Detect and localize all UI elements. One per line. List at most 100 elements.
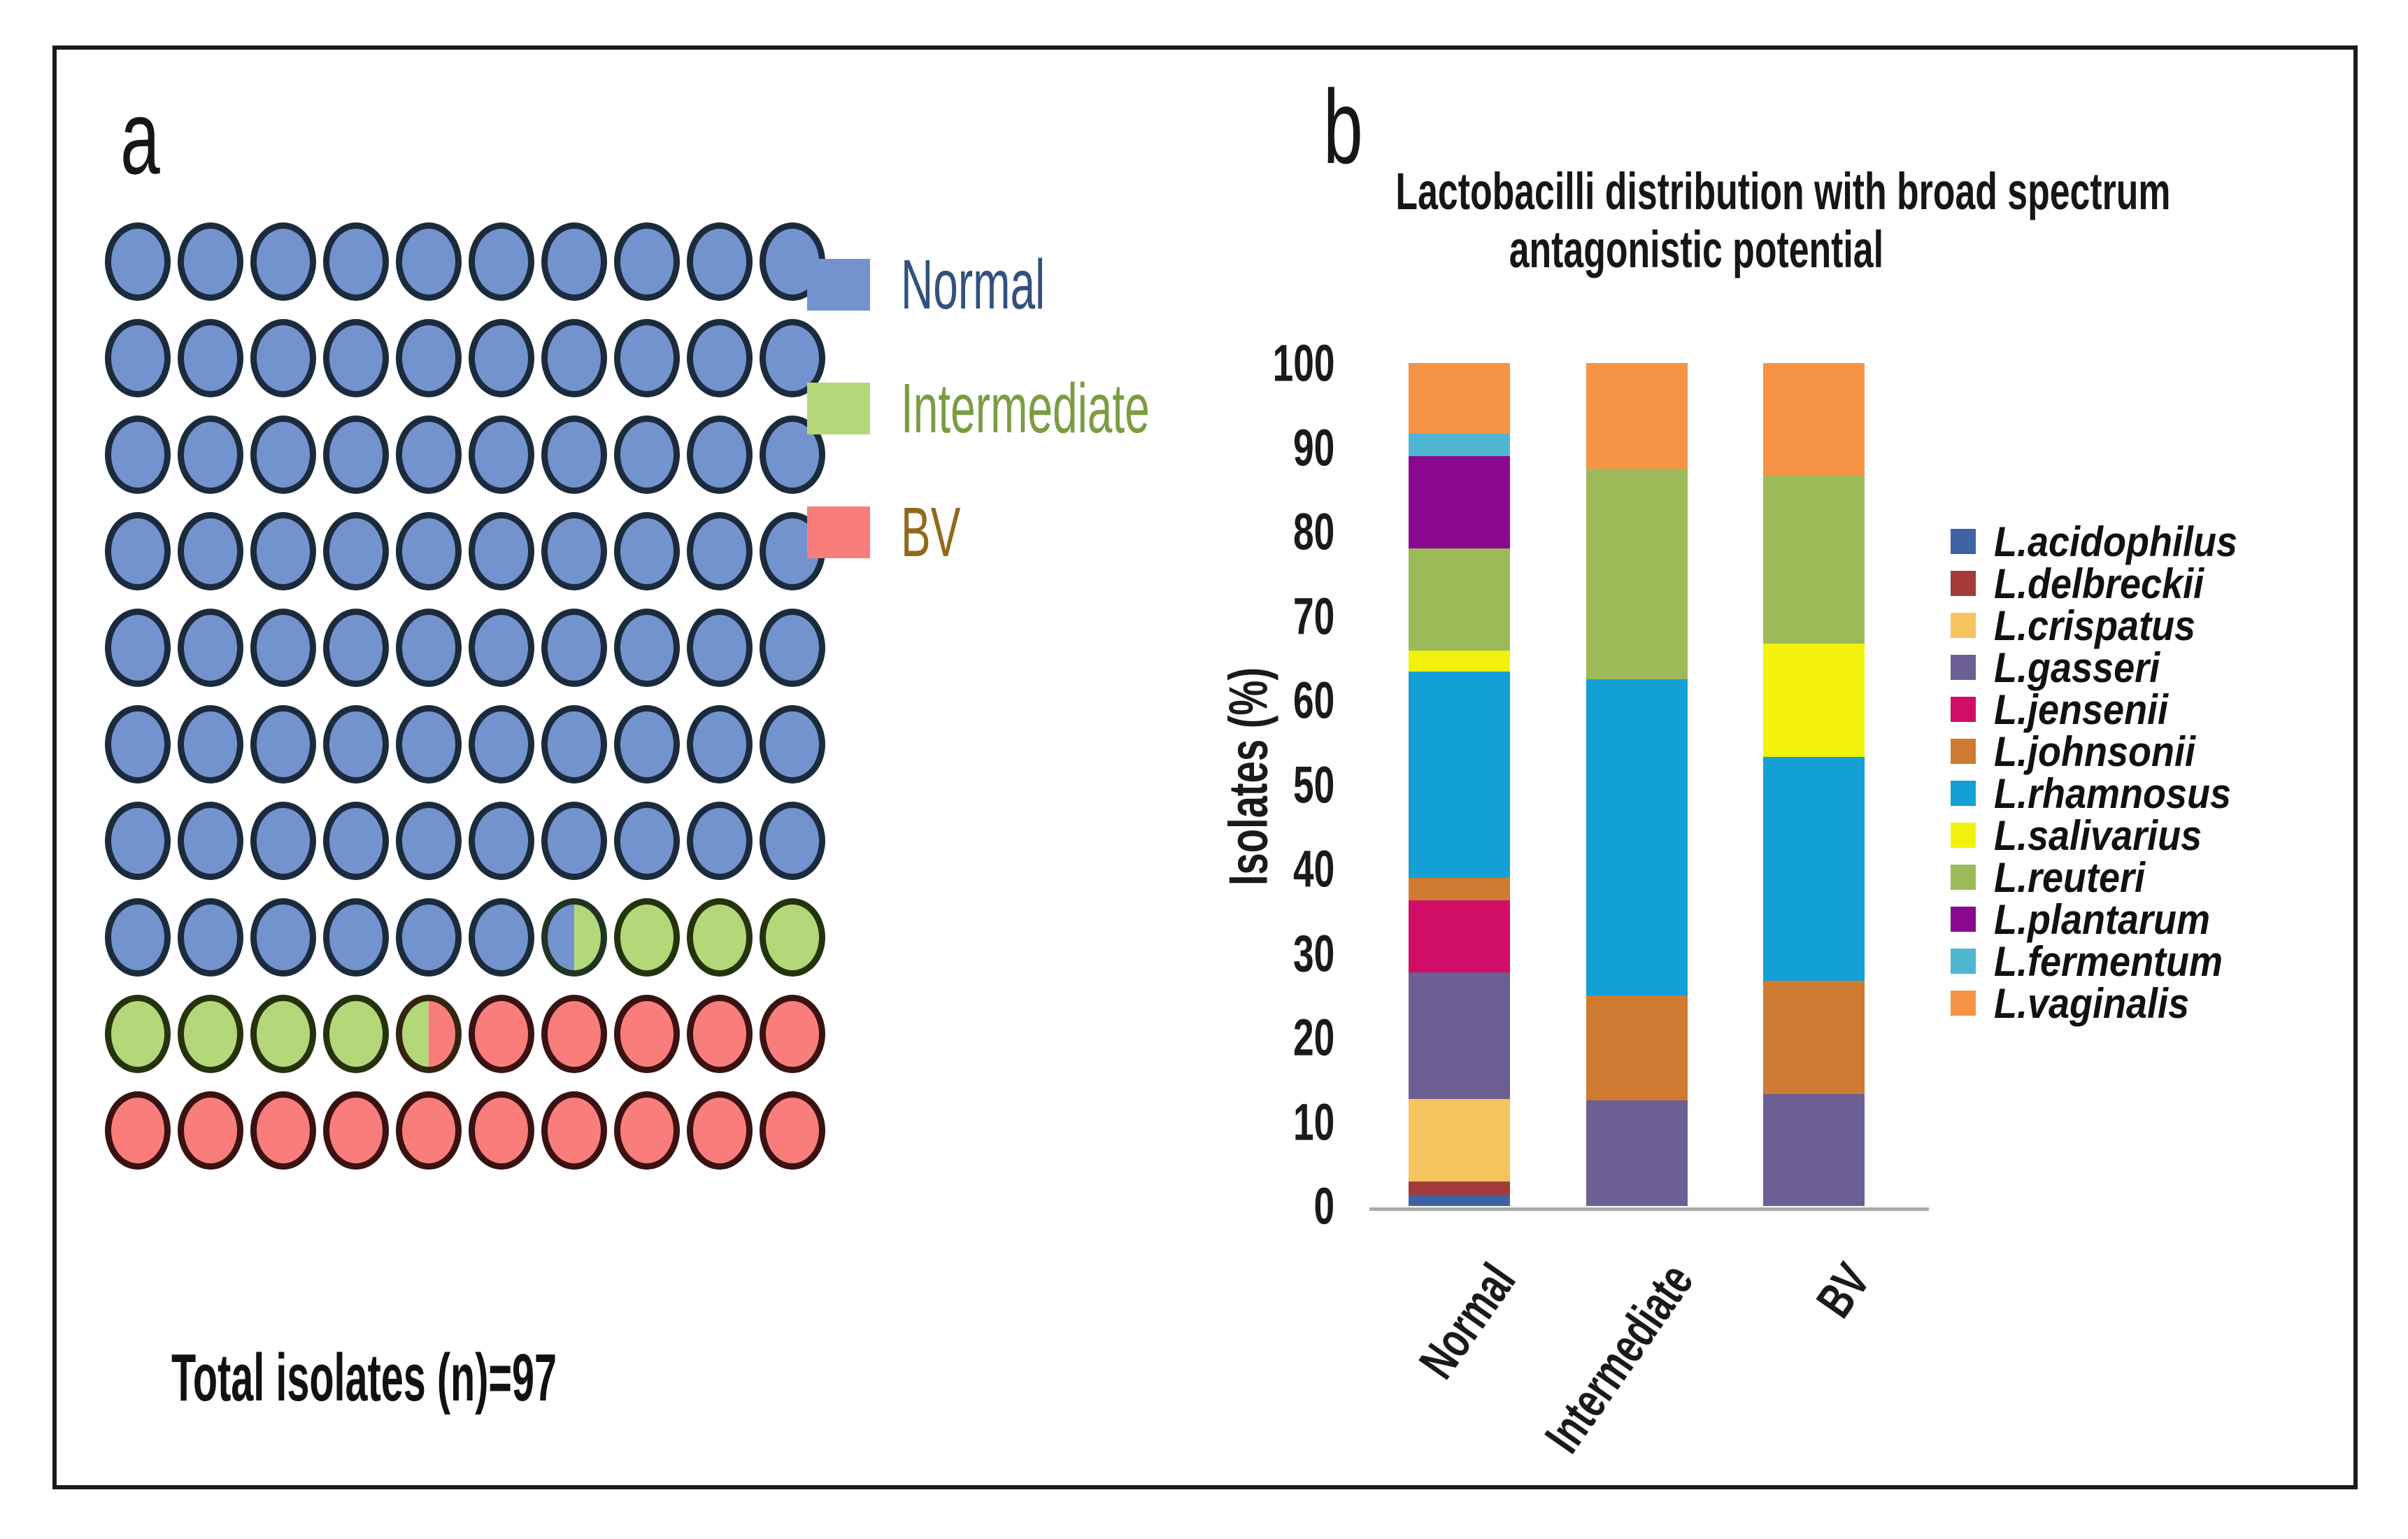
legend-b-swatch [1951, 655, 1976, 680]
legend-b-label: L.delbreckii [1994, 560, 2204, 607]
bar-normal-segment-l-acidophilus [1409, 1195, 1510, 1206]
waffle-cell-b [469, 1091, 534, 1170]
legend-b-item-l-delbreckii: L.delbreckii [1951, 560, 2265, 607]
waffle-cell-b [541, 995, 607, 1073]
waffle-cell-n [178, 802, 243, 880]
waffle-cell-n [323, 609, 389, 687]
waffle-cell-n [614, 416, 680, 494]
waffle-cell-n [105, 319, 171, 397]
bar-normal-segment-l-plantarum [1409, 455, 1510, 549]
waffle-cell-n [178, 898, 243, 977]
legend-a-swatch-normal [807, 259, 870, 311]
waffle-cell-n [250, 222, 316, 301]
waffle-cell-n [760, 802, 825, 880]
legend-b-swatch [1951, 991, 1976, 1016]
y-tick-80: 80 [1277, 502, 1334, 562]
waffle-cell-n [396, 898, 462, 977]
waffle-cell-n [469, 416, 534, 494]
waffle-cell-n [396, 802, 462, 880]
waffle-cell-ib [396, 995, 462, 1073]
waffle-cell-n [250, 898, 316, 977]
bar-normal-segment-l-salivarius [1409, 650, 1510, 672]
bar-bv-segment-l-vaginalis [1763, 363, 1865, 476]
legend-b-swatch [1951, 529, 1976, 554]
legend-b-swatch [1951, 571, 1976, 596]
waffle-cell-n [105, 416, 171, 494]
legend-b-item-l-salivarius: L.salivarius [1951, 812, 2265, 859]
legend-b-item-l-crispatus: L.crispatus [1951, 602, 2265, 649]
chart-title: Lactobacilli distribution with broad spe… [1395, 162, 2171, 278]
bar-bv-segment-l-gasseri [1763, 1093, 1865, 1206]
bar-normal-segment-l-jensenii [1409, 900, 1510, 973]
bar-normal-segment-l-fermentum [1409, 434, 1510, 456]
waffle-cell-b [105, 1091, 171, 1170]
y-tick-label: 80 [1292, 502, 1334, 561]
waffle-cell-b [541, 1091, 607, 1170]
legend-b-label: L.johnsonii [1994, 728, 2195, 775]
legend-b-item-l-acidophilus: L.acidophilus [1951, 518, 2265, 565]
waffle-cell-n [105, 222, 171, 301]
waffle-cell-n [469, 898, 534, 977]
waffle-cell-n [178, 705, 243, 783]
bar-intermediate-segment-l-johnsonii [1586, 995, 1688, 1101]
waffle-cell-n [614, 609, 680, 687]
y-tick-40: 40 [1277, 839, 1334, 899]
legend-b-swatch [1951, 907, 1976, 932]
legend-a-label: BV [901, 492, 961, 572]
bar-intermediate-segment-l-reuteri [1586, 468, 1688, 679]
waffle-cell-i [250, 995, 316, 1073]
legend-b-item-l-vaginalis: L.vaginalis [1951, 980, 2265, 1027]
x-label-bv: BV [1765, 1254, 1881, 1328]
legend-a-item-normal: Normal [807, 246, 1126, 324]
waffle-cell-n [105, 705, 171, 783]
y-tick-label: 90 [1292, 418, 1334, 476]
waffle-cell-n [250, 609, 316, 687]
waffle-cell-n [614, 705, 680, 783]
panel-b-label: b [1323, 68, 1363, 185]
legend-a-item-intermediate: Intermediate [807, 369, 1290, 448]
bar-intermediate-segment-l-rhamnosus [1586, 679, 1688, 995]
waffle-cell-n [105, 898, 171, 977]
bar-intermediate-segment-l-vaginalis [1586, 363, 1688, 469]
y-tick-label: 60 [1292, 671, 1334, 730]
waffle-cell-n [250, 416, 316, 494]
y-tick-label: 0 [1313, 1177, 1334, 1235]
legend-a-swatch-bv [807, 506, 870, 558]
y-tick-label: 100 [1272, 334, 1334, 392]
waffle-cell-b [760, 995, 825, 1073]
waffle-cell-n [687, 609, 753, 687]
legend-b-item-l-plantarum: L.plantarum [1951, 896, 2265, 943]
legend-b-item-l-rhamnosus: L.rhamnosus [1951, 770, 2265, 817]
waffle-cell-n [541, 319, 607, 397]
waffle-cell-n [687, 705, 753, 783]
waffle-cell-n [323, 222, 389, 301]
waffle-cell-i [323, 995, 389, 1073]
waffle-cell-n [396, 609, 462, 687]
y-tick-label: 40 [1292, 839, 1334, 898]
waffle-chart [105, 222, 846, 1188]
y-tick-30: 30 [1277, 923, 1334, 983]
legend-b-label: L.jensenii [1994, 686, 2169, 733]
waffle-cell-b [687, 1091, 753, 1170]
waffle-cell-n [396, 705, 462, 783]
waffle-cell-n [614, 222, 680, 301]
y-tick-label: 20 [1292, 1008, 1334, 1067]
bar-intermediate-segment-l-gasseri [1586, 1100, 1688, 1206]
y-tick-60: 60 [1277, 671, 1334, 730]
waffle-cell-n [469, 609, 534, 687]
legend-b-label: L.crispatus [1994, 602, 2196, 649]
legend-b-label: L.rhamnosus [1994, 770, 2232, 817]
legend-b-swatch [1951, 823, 1976, 848]
total-isolates-caption: Total isolates (n)=97 [171, 1340, 557, 1415]
waffle-cell-b [760, 1091, 825, 1170]
waffle-cell-n [541, 609, 607, 687]
waffle-cell-n [687, 222, 753, 301]
waffle-cell-b [250, 1091, 316, 1170]
waffle-cell-b [323, 1091, 389, 1170]
waffle-cell-i [105, 995, 171, 1073]
bar-normal-segment-l-delbreckii [1409, 1182, 1510, 1196]
waffle-cell-n [396, 319, 462, 397]
bar-bv-segment-l-salivarius [1763, 644, 1865, 757]
y-tick-50: 50 [1277, 755, 1334, 814]
y-tick-label: 30 [1292, 924, 1334, 982]
